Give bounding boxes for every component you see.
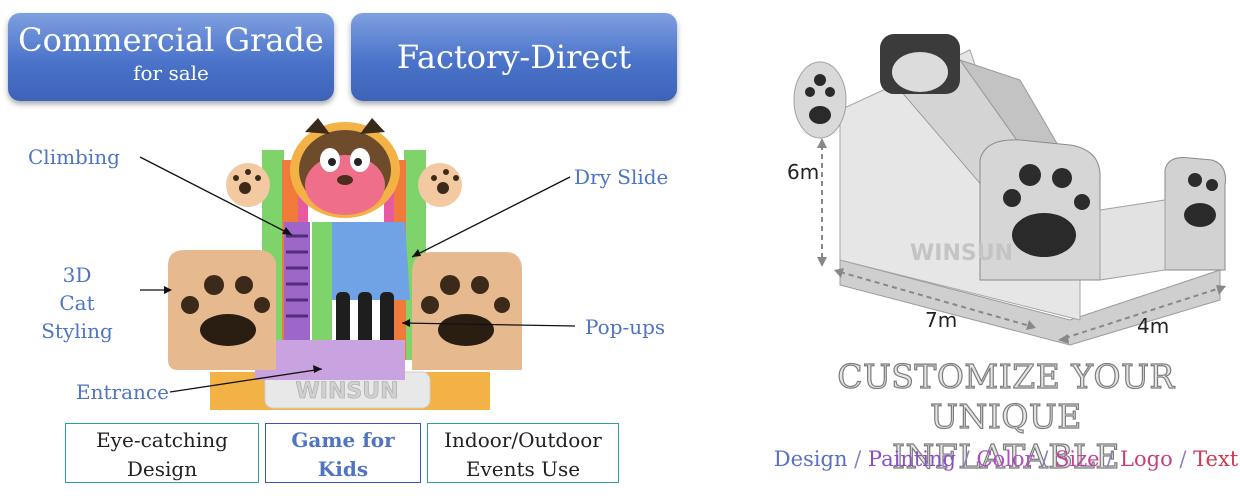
factory-direct-title: Factory-Direct xyxy=(396,38,632,76)
option-design: Design xyxy=(773,447,848,471)
option-painting: Painting xyxy=(867,447,956,471)
feature-2-line2: Kids xyxy=(317,457,369,481)
feature-game-for-kids: Game for Kids xyxy=(265,423,421,483)
option-separator: / xyxy=(1099,447,1121,471)
callout-entrance: Entrance xyxy=(76,380,169,404)
grey-slide-illustration: WINSUN xyxy=(793,34,1226,346)
callout-climbing: Climbing xyxy=(28,145,120,169)
cat-slide-illustration: WINSUN xyxy=(139,118,576,410)
dimension-length: 7m xyxy=(925,308,958,332)
option-size: Size xyxy=(1054,447,1100,471)
option-color: Color xyxy=(976,447,1035,471)
option-separator: / xyxy=(847,447,868,471)
factory-direct-badge: Factory-Direct xyxy=(351,13,677,101)
customize-line2: INFLATABLE xyxy=(891,436,1121,476)
callout-pop-ups: Pop-ups xyxy=(585,315,666,339)
feature-1-line1: Eye-catching xyxy=(96,428,228,452)
feature-3-line2: Events Use xyxy=(465,457,581,481)
option-text: Text xyxy=(1193,447,1239,471)
customize-heading: CUSTOMIZE YOUR UNIQUE INFLATABLE xyxy=(770,356,1240,477)
callout-cat-line1: 3D xyxy=(62,263,92,287)
callout-dry-slide: Dry Slide xyxy=(574,165,669,189)
option-separator: / xyxy=(1034,447,1055,471)
grey-slide-logo: WINSUN xyxy=(910,241,1013,266)
dimension-height: 6m xyxy=(787,160,820,184)
callout-cat-styling: 3D Cat Styling xyxy=(22,261,132,345)
customize-line1: CUSTOMIZE YOUR UNIQUE xyxy=(837,356,1175,436)
dimension-width: 4m xyxy=(1137,314,1170,338)
feature-indoor-outdoor-use: Indoor/Outdoor Events Use xyxy=(427,423,619,483)
commercial-grade-badge: Commercial Grade for sale xyxy=(8,13,334,101)
feature-1-line2: Design xyxy=(126,457,198,481)
customization-options: Design / Painting / Color / Size / Logo … xyxy=(770,447,1240,471)
commercial-grade-title: Commercial Grade xyxy=(18,21,324,59)
commercial-grade-subtitle: for sale xyxy=(133,61,209,85)
option-separator: / xyxy=(1172,447,1194,471)
feature-eye-catching-design: Eye-catching Design xyxy=(65,423,259,483)
feature-3-line1: Indoor/Outdoor xyxy=(444,428,602,452)
callout-cat-line2: Cat Styling xyxy=(41,291,113,343)
option-logo: Logo xyxy=(1120,447,1173,471)
slide-logo: WINSUN xyxy=(296,379,399,404)
option-separator: / xyxy=(956,447,977,471)
feature-2-line1: Game for xyxy=(291,428,395,452)
